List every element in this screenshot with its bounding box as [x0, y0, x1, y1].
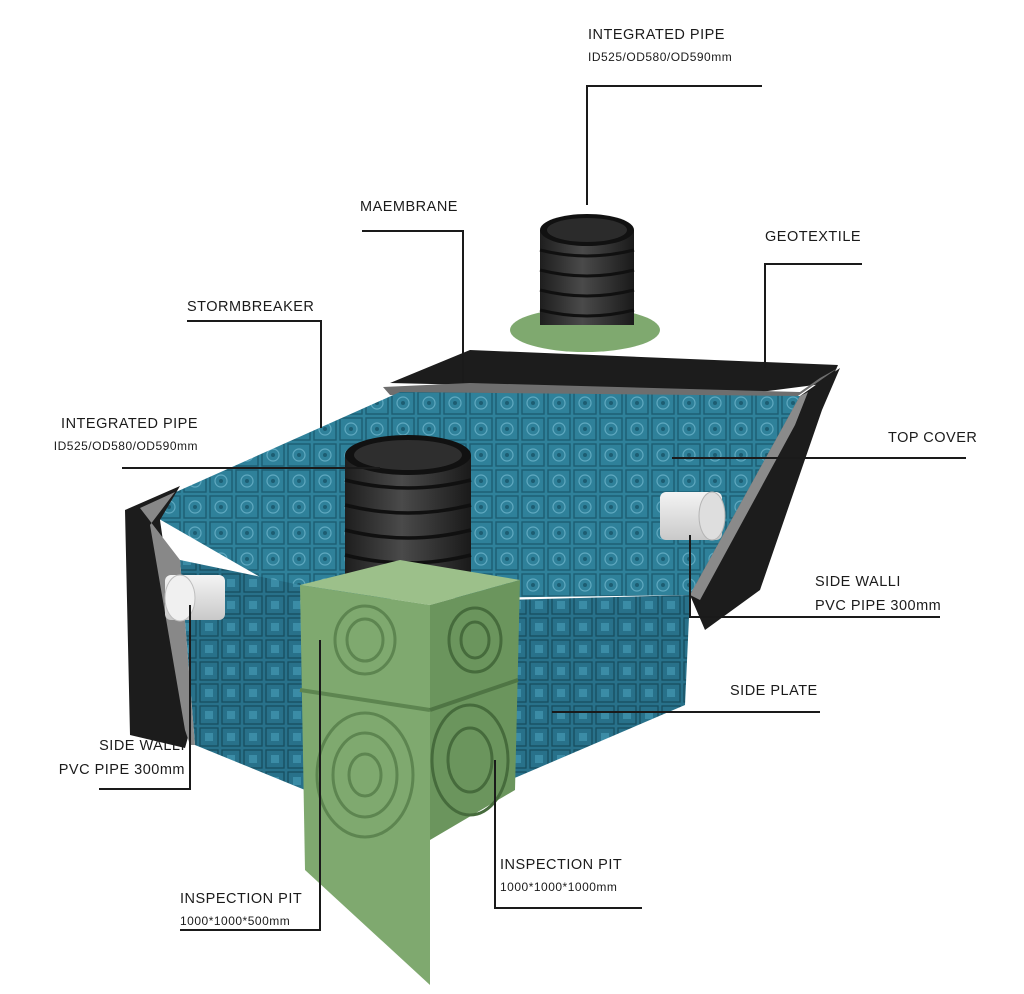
- label-integrated-pipe-left: INTEGRATED PIPE ID525/OD580/OD590mm: [20, 415, 198, 455]
- leader-geotextile: [764, 263, 862, 368]
- label-side-wall-left: SIDE WALLI PVC PIPE 300mm: [30, 737, 185, 779]
- leader-inspection-pit-small: [180, 640, 321, 931]
- pvc-pipe-left: [164, 574, 225, 622]
- label-title: INSPECTION PIT: [500, 857, 623, 873]
- label-maembrane: MAEMBRANE: [360, 198, 458, 216]
- leader-integrated-pipe-top: [586, 85, 762, 205]
- label-integrated-pipe-top: INTEGRATED PIPE ID525/OD580/OD590mm: [588, 26, 732, 66]
- leader-side-wall-left: [99, 605, 191, 790]
- front-integrated-pipe: [344, 435, 472, 585]
- label-title: MAEMBRANE: [360, 199, 458, 215]
- leader-maembrane: [362, 230, 464, 383]
- label-spec: PVC PIPE 300mm: [815, 598, 942, 614]
- label-title: INSPECTION PIT: [180, 891, 303, 907]
- label-spec: ID525/OD580/OD590mm: [588, 50, 733, 64]
- label-title: SIDE WALLI: [99, 738, 185, 754]
- leader-lines: [99, 85, 966, 931]
- label-title: INTEGRATED PIPE: [588, 27, 725, 43]
- top-cover: [383, 350, 838, 398]
- inspection-pit: [299, 560, 520, 985]
- label-side-plate: SIDE PLATE: [730, 682, 818, 700]
- right-side-cover: [690, 368, 840, 630]
- label-spec: ID525/OD580/OD590mm: [53, 439, 198, 453]
- label-spec: PVC PIPE 300mm: [58, 762, 185, 778]
- label-inspection-pit-small: INSPECTION PIT 1000*1000*500mm: [180, 890, 302, 930]
- back-integrated-pipe: [510, 214, 660, 352]
- pvc-pipe-right: [660, 491, 726, 541]
- label-top-cover: TOP COVER: [888, 429, 977, 447]
- leader-stormbreaker: [187, 320, 322, 428]
- label-inspection-pit-large: INSPECTION PIT 1000*1000*1000mm: [500, 856, 622, 896]
- label-stormbreaker: STORMBREAKER: [187, 298, 314, 316]
- label-geotextile: GEOTEXTILE: [765, 228, 861, 246]
- label-side-wall-right: SIDE WALLI PVC PIPE 300mm: [815, 573, 941, 615]
- label-spec: 1000*1000*500mm: [180, 914, 291, 928]
- label-title: TOP COVER: [888, 430, 978, 446]
- leader-inspection-pit-large: [494, 760, 642, 909]
- label-title: GEOTEXTILE: [765, 229, 862, 245]
- label-title: INTEGRATED PIPE: [61, 416, 198, 432]
- label-title: STORMBREAKER: [187, 299, 315, 315]
- label-spec: 1000*1000*1000mm: [500, 880, 618, 894]
- leader-side-wall-right: [689, 535, 940, 618]
- label-title: SIDE WALLI: [815, 574, 901, 590]
- label-title: SIDE PLATE: [730, 683, 818, 699]
